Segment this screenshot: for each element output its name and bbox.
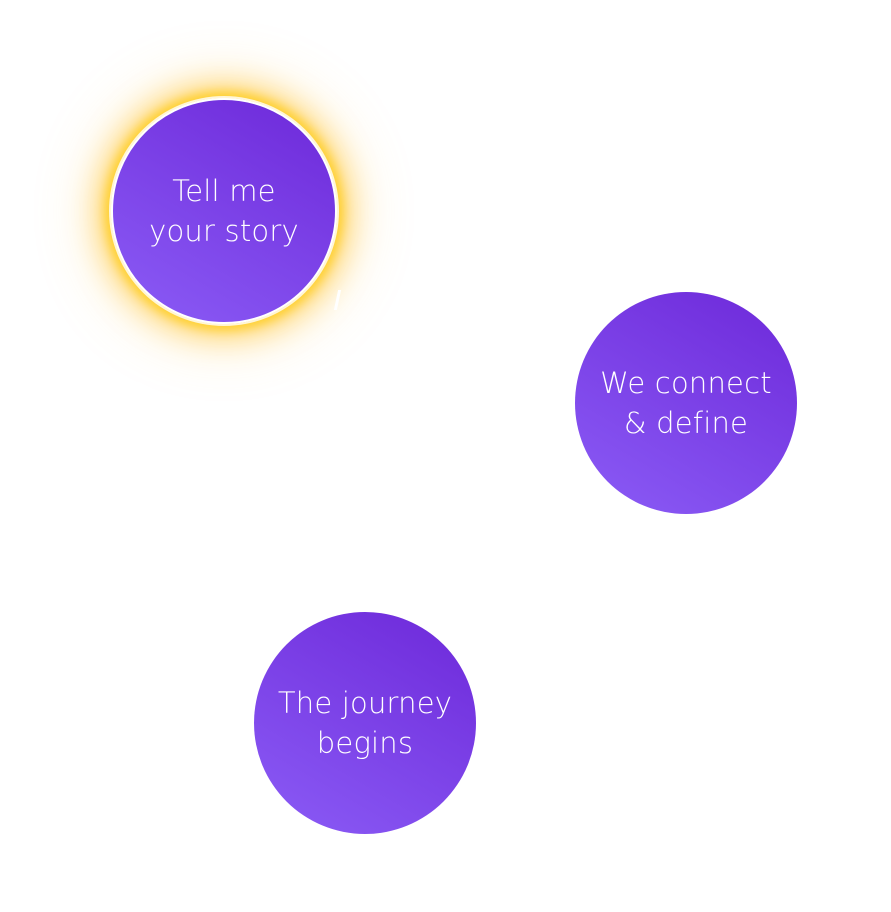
step-circle-tell-me-your-story[interactable]: Tell me your story: [111, 98, 337, 324]
step-label: The journey begins: [277, 686, 453, 760]
step-label: We connect & define: [600, 366, 772, 440]
step-label: Tell me your story: [149, 174, 299, 248]
step-circle-the-journey-begins[interactable]: The journey begins: [254, 612, 476, 834]
step-circle-we-connect-define[interactable]: We connect & define: [575, 292, 797, 514]
text-cursor: [333, 290, 342, 310]
